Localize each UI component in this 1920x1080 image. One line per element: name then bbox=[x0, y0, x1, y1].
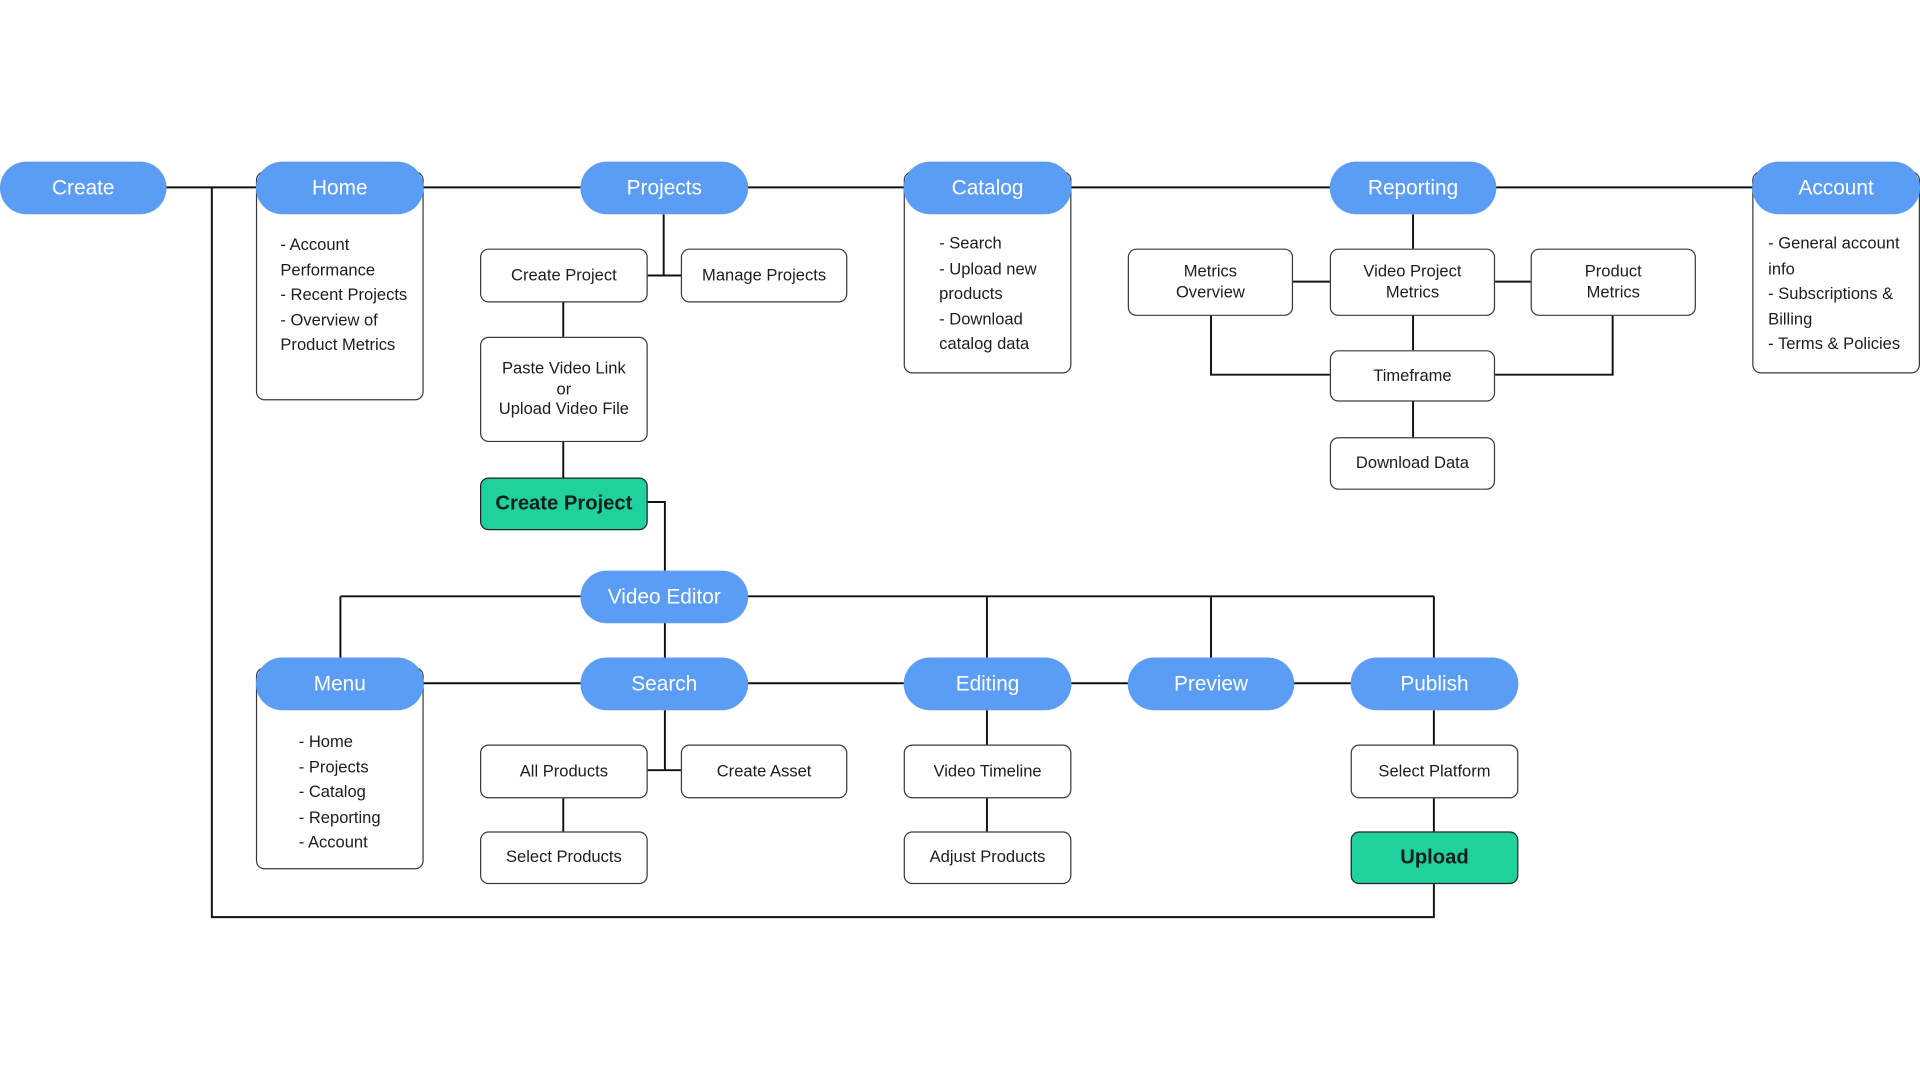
menu-item-home: - Home bbox=[298, 732, 353, 751]
create-nav-button[interactable]: Create bbox=[0, 161, 167, 215]
select-platform-node[interactable]: Select Platform bbox=[1350, 744, 1519, 799]
create-asset-node[interactable]: Create Asset bbox=[680, 744, 848, 799]
create-project-button[interactable]: Create Project bbox=[480, 477, 648, 531]
account-item-general: - General account info bbox=[1768, 233, 1900, 278]
product-metrics-node[interactable]: Product Metrics bbox=[1530, 248, 1696, 316]
catalog-item-search: - Search bbox=[939, 233, 1002, 253]
menu-item-reporting: - Reporting bbox=[298, 807, 381, 826]
preview-node[interactable]: Preview bbox=[1127, 657, 1295, 711]
select-products-node[interactable]: Select Products bbox=[480, 831, 648, 885]
projects-nav-button[interactable]: Projects bbox=[580, 161, 749, 215]
video-editor-node[interactable]: Video Editor bbox=[580, 570, 749, 624]
upload-video-file-label: Upload Video File bbox=[498, 399, 629, 419]
upload-video-node[interactable]: Paste Video Link or Upload Video File bbox=[480, 336, 648, 443]
menu-item-account: - Account bbox=[298, 832, 368, 852]
upload-button[interactable]: Upload bbox=[1350, 831, 1519, 885]
timeframe-node[interactable]: Timeframe bbox=[1329, 350, 1496, 402]
reporting-nav-button[interactable]: Reporting bbox=[1329, 161, 1497, 215]
publish-node[interactable]: Publish bbox=[1350, 657, 1519, 711]
download-data-node[interactable]: Download Data bbox=[1329, 437, 1496, 490]
metrics-overview-node[interactable]: Metrics Overview bbox=[1127, 248, 1294, 316]
catalog-item-upload: - Upload new products bbox=[939, 258, 1037, 303]
manage-projects-node[interactable]: Manage Projects bbox=[680, 248, 848, 303]
menu-item-catalog: - Catalog bbox=[298, 782, 366, 801]
home-item-product-metrics: - Overview of Product Metrics bbox=[280, 310, 396, 354]
paste-video-link-label: Paste Video Link bbox=[501, 358, 626, 377]
catalog-item-download: - Download catalog data bbox=[939, 309, 1030, 353]
search-node[interactable]: Search bbox=[580, 657, 749, 711]
video-timeline-node[interactable]: Video Timeline bbox=[903, 744, 1072, 799]
create-project-node[interactable]: Create Project bbox=[480, 248, 648, 303]
catalog-nav-button[interactable]: Catalog bbox=[903, 161, 1072, 215]
home-item-account-performance: - Account Performance bbox=[280, 235, 376, 279]
menu-node[interactable]: Menu bbox=[255, 657, 424, 711]
account-nav-button[interactable]: Account bbox=[1752, 161, 1920, 215]
account-item-terms: - Terms & Policies bbox=[1768, 334, 1901, 353]
home-nav-button[interactable]: Home bbox=[255, 161, 424, 215]
menu-item-projects: - Projects bbox=[298, 757, 369, 776]
all-products-node[interactable]: All Products bbox=[480, 744, 648, 799]
or-label: or bbox=[556, 379, 572, 398]
adjust-products-node[interactable]: Adjust Products bbox=[903, 831, 1072, 885]
account-item-billing: - Subscriptions & Billing bbox=[1768, 284, 1894, 328]
home-item-recent-projects: - Recent Projects bbox=[280, 285, 408, 304]
editing-node[interactable]: Editing bbox=[903, 657, 1072, 711]
video-project-metrics-node[interactable]: Video Project Metrics bbox=[1329, 248, 1496, 316]
